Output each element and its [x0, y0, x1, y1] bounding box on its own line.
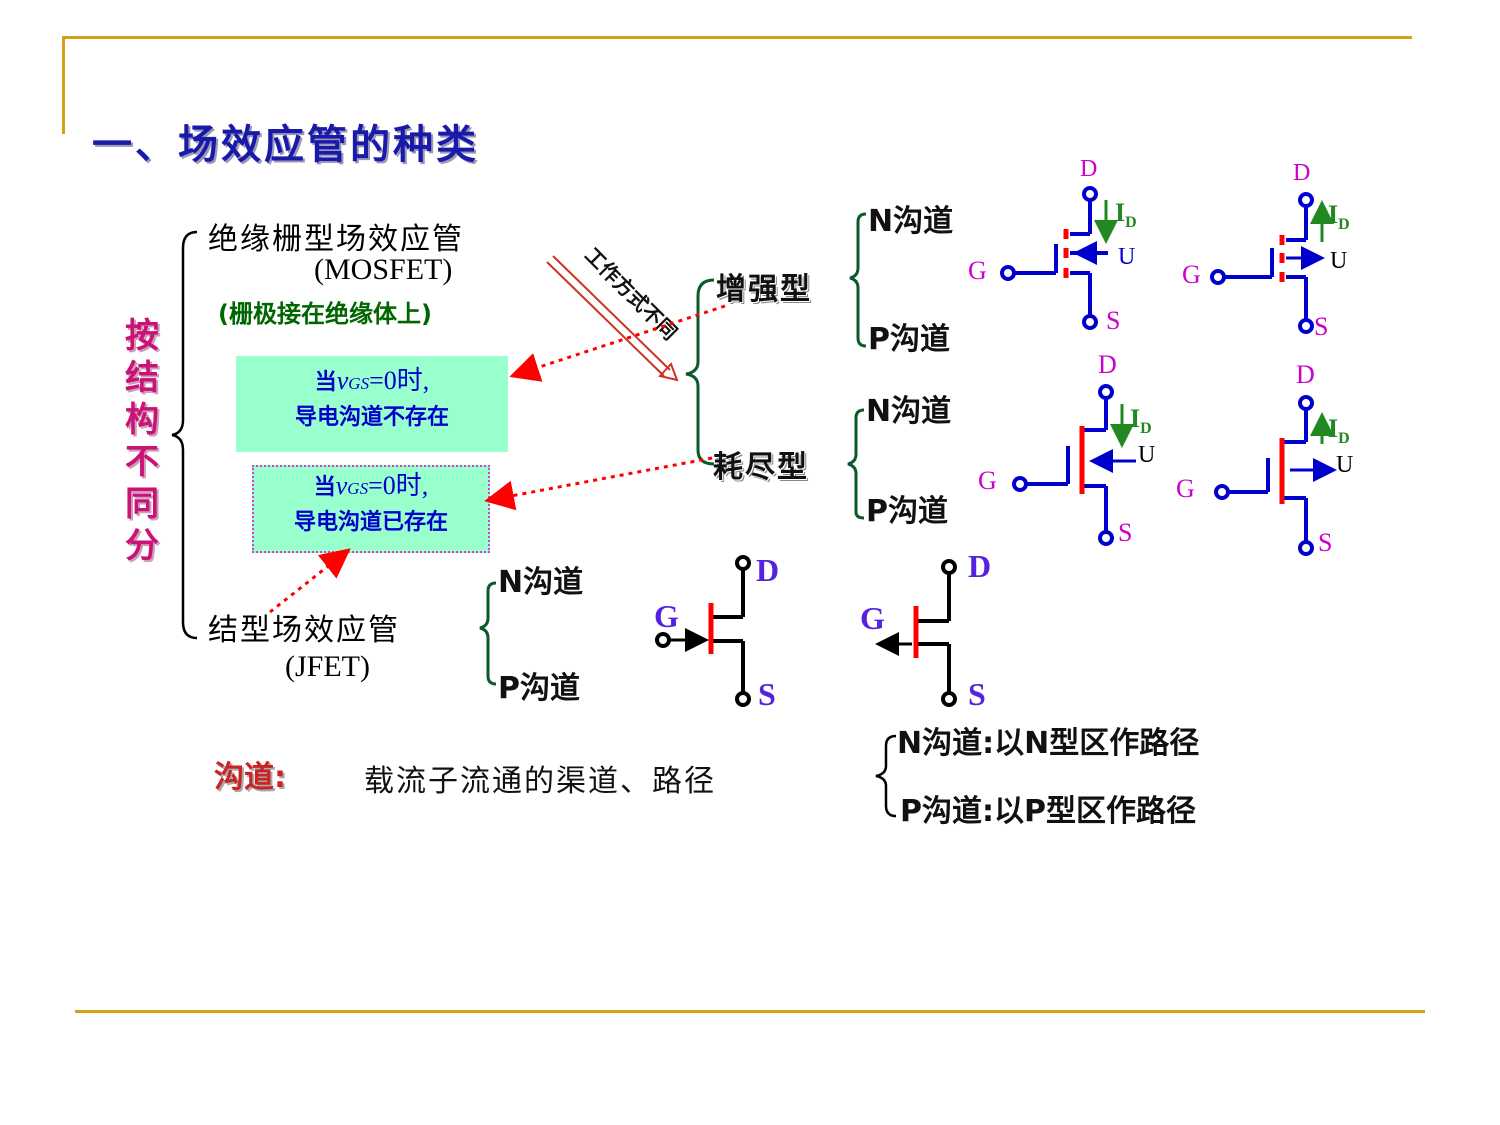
- enh-p-id-label: ID: [1328, 200, 1350, 234]
- jfet-p-d-label: D: [968, 548, 992, 584]
- enh-n-d-label: D: [1080, 156, 1098, 182]
- dep-n-u-label: U: [1138, 442, 1156, 468]
- dep-n-mosfet-symbol: [1012, 384, 1114, 546]
- work-mode-arrow: [546, 255, 679, 382]
- jfet-name: 结型场效应管: [208, 613, 400, 648]
- enh-p-s-label: S: [1314, 312, 1329, 341]
- enh-n-channel: N沟道: [868, 204, 954, 239]
- classify-label: 按结构 不同分: [125, 316, 159, 566]
- page-title: 一、场效应管的种类: [92, 122, 479, 168]
- enh-n-id-label: ID: [1115, 198, 1137, 232]
- depletion-note-box: 当vGS=0时, 导电沟道已存在: [252, 465, 490, 553]
- enh-pointer: [509, 304, 726, 382]
- enh-p-u-label: U: [1330, 248, 1348, 274]
- jfet-n-s-label: S: [758, 676, 776, 712]
- enhancement-note-box: 当vGS=0时, 导电沟道不存在: [236, 356, 508, 452]
- jfet-n-channel: N沟道: [498, 565, 584, 600]
- main-brace: [171, 230, 198, 640]
- depletion-label: 耗尽型: [713, 450, 809, 485]
- dep-n-channel: N沟道: [866, 394, 952, 429]
- mosfet-abbr: (MOSFET): [314, 253, 453, 286]
- dep-p-channel: P沟道: [866, 494, 948, 529]
- enh-p-channel: P沟道: [868, 322, 950, 357]
- dep-p-id-label: ID: [1328, 414, 1350, 448]
- dep-channel-brace: [847, 408, 865, 520]
- left-rule: [62, 36, 65, 134]
- enh-n-u-label: U: [1118, 244, 1136, 270]
- dep-n-s-label: S: [1118, 518, 1133, 547]
- dep-p-d-label: D: [1296, 360, 1315, 389]
- enh-p-mosfet-symbol: [1210, 192, 1314, 334]
- enh-n-s-label: S: [1106, 306, 1121, 335]
- dep-n-g-label: G: [978, 466, 997, 495]
- jfet-n-symbol: [655, 555, 751, 707]
- channel-definition: 载流子流通的渠道、路径: [364, 764, 716, 799]
- bottom-rule: [75, 1010, 1425, 1013]
- p-channel-path: P沟道:以P型区作路径: [900, 794, 1196, 829]
- channel-term: 沟道:: [214, 760, 286, 795]
- def-channel-brace: [875, 734, 897, 818]
- n-channel-path: N沟道:以N型区作路径: [897, 726, 1200, 761]
- mosfet-note: (栅极接在绝缘体上): [218, 300, 432, 328]
- top-rule: [62, 36, 1412, 39]
- dep-p-s-label: S: [1318, 528, 1333, 557]
- dep-p-u-label: U: [1336, 452, 1354, 478]
- jfet-channel-brace: [479, 581, 497, 686]
- dep-n-id-label: ID: [1130, 404, 1152, 438]
- jfet-p-symbol: [917, 559, 957, 707]
- jfet-p-g-label: G: [860, 600, 885, 636]
- enh-p-g-label: G: [1182, 260, 1201, 289]
- jfet-pointer: [269, 548, 351, 614]
- dep-p-mosfet-symbol: [1214, 395, 1314, 556]
- dep-pointer: [484, 456, 713, 511]
- mode-brace: [685, 278, 715, 466]
- jfet-p-s-label: S: [968, 676, 986, 712]
- jfet-n-d-label: D: [756, 552, 780, 588]
- dep-n-d-label: D: [1098, 350, 1117, 379]
- mosfet-name: 绝缘栅型场效应管: [208, 222, 464, 257]
- enhancement-label: 增强型: [716, 272, 812, 307]
- jfet-n-g-label: G: [654, 598, 679, 634]
- jfet-p-channel: P沟道: [498, 671, 580, 706]
- dep-p-g-label: G: [1176, 474, 1195, 503]
- jfet-abbr: (JFET): [285, 650, 370, 683]
- enh-n-mosfet-symbol: [1000, 186, 1108, 330]
- enh-n-g-label: G: [968, 256, 987, 285]
- enh-p-d-label: D: [1293, 160, 1311, 186]
- enh-channel-brace: [849, 212, 867, 348]
